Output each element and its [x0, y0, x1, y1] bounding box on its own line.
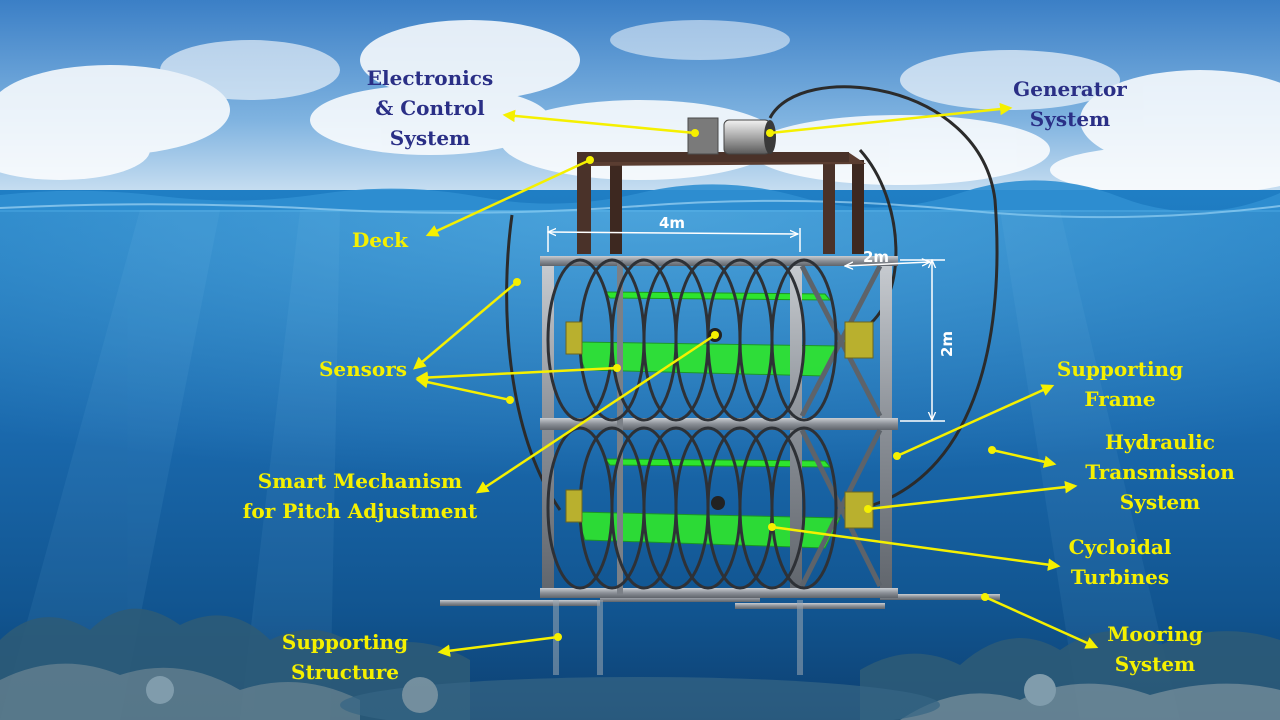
dimension-depth: 2m — [863, 248, 889, 266]
water-surface — [0, 180, 1280, 212]
pointer-hydraulic — [991, 448, 1057, 468]
pointer-generator — [769, 102, 1013, 135]
pointer-dots — [506, 129, 996, 641]
label-deck: Deck — [351, 228, 409, 252]
pointer-deck — [425, 158, 591, 237]
coral-reef — [0, 608, 1280, 720]
pointer-electronics — [502, 109, 696, 135]
mooring-system — [440, 594, 1000, 609]
pointer-smart-mechanism — [475, 333, 716, 494]
pointer-supporting-structure — [437, 635, 559, 657]
pointer-hydraulic-2 — [867, 480, 1078, 511]
hydraulic-units — [565, 321, 874, 529]
light-rays — [0, 210, 1180, 720]
pointer-supporting-frame — [896, 384, 1055, 458]
supporting-frame — [540, 256, 898, 598]
label-generator-system: Generator System — [1013, 77, 1127, 131]
dimension-width: 4m — [659, 214, 685, 232]
label-electronics-control-system: Electronics & Control System — [366, 66, 494, 150]
pointer-mooring — [984, 595, 1099, 649]
label-hydraulic-transmission-system: Hydraulic Transmission System — [1085, 430, 1235, 514]
pointer-sensors-3 — [415, 376, 511, 402]
hydraulic-hoses — [505, 85, 999, 511]
pointer-lines — [413, 102, 1099, 657]
label-supporting-frame: Supporting Frame — [1056, 357, 1184, 411]
label-mooring-system: Mooring System — [1107, 622, 1203, 676]
generator-body — [723, 119, 771, 155]
label-sensors: Sensors — [318, 357, 408, 381]
dimension-height: 2m — [938, 331, 956, 357]
label-smart-mechanism: Smart Mechanism for Pitch Adjustment — [242, 469, 478, 523]
pointer-sensors-2 — [415, 366, 618, 384]
dimension-lines — [548, 226, 945, 422]
label-cycloidal-turbines: Cycloidal Turbines — [1068, 535, 1172, 589]
label-supporting-structure: Supporting Structure — [281, 630, 409, 684]
pointer-cycloidal — [771, 525, 1061, 571]
turbine-rotor-rings — [546, 258, 838, 590]
pointer-sensors-1 — [413, 281, 518, 370]
